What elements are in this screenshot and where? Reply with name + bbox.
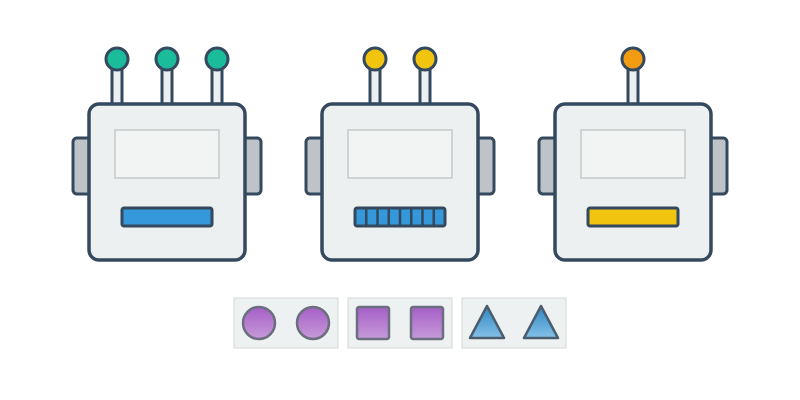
antenna-bulb-icon	[412, 46, 438, 72]
robot-head	[553, 102, 713, 262]
square-icon	[355, 305, 391, 341]
triangle-icon	[522, 304, 560, 340]
antenna-stem	[368, 66, 382, 110]
robot-1[interactable]	[71, 46, 263, 262]
antenna-bulb-icon	[362, 46, 388, 72]
robots-row	[71, 46, 729, 262]
robot-mouth	[120, 206, 214, 228]
robot-screen	[347, 129, 453, 179]
square-icon	[409, 305, 445, 341]
antenna-bulb-icon	[620, 46, 646, 72]
circle-icon	[295, 305, 331, 341]
tile-circles[interactable]	[233, 297, 339, 349]
robot-head	[87, 102, 247, 262]
circle-icon	[241, 305, 277, 341]
antenna-bulb-icon	[204, 46, 230, 72]
antenna-bulb-icon	[154, 46, 180, 72]
triangle-icon	[468, 304, 506, 340]
robot-screen	[580, 129, 686, 179]
antenna-stem	[626, 66, 640, 110]
antenna-stem	[110, 66, 124, 110]
robot-screen	[114, 129, 220, 179]
robot-head	[320, 102, 480, 262]
tile-triangles[interactable]	[461, 297, 567, 349]
robot-mouth	[586, 206, 680, 228]
robot-2[interactable]	[304, 46, 496, 262]
antenna-bulb-icon	[104, 46, 130, 72]
antenna-stem	[210, 66, 224, 110]
shape-tiles-row	[233, 297, 567, 349]
robot-3[interactable]	[537, 46, 729, 262]
tile-squares[interactable]	[347, 297, 453, 349]
antenna-stem	[160, 66, 174, 110]
antenna-stem	[418, 66, 432, 110]
